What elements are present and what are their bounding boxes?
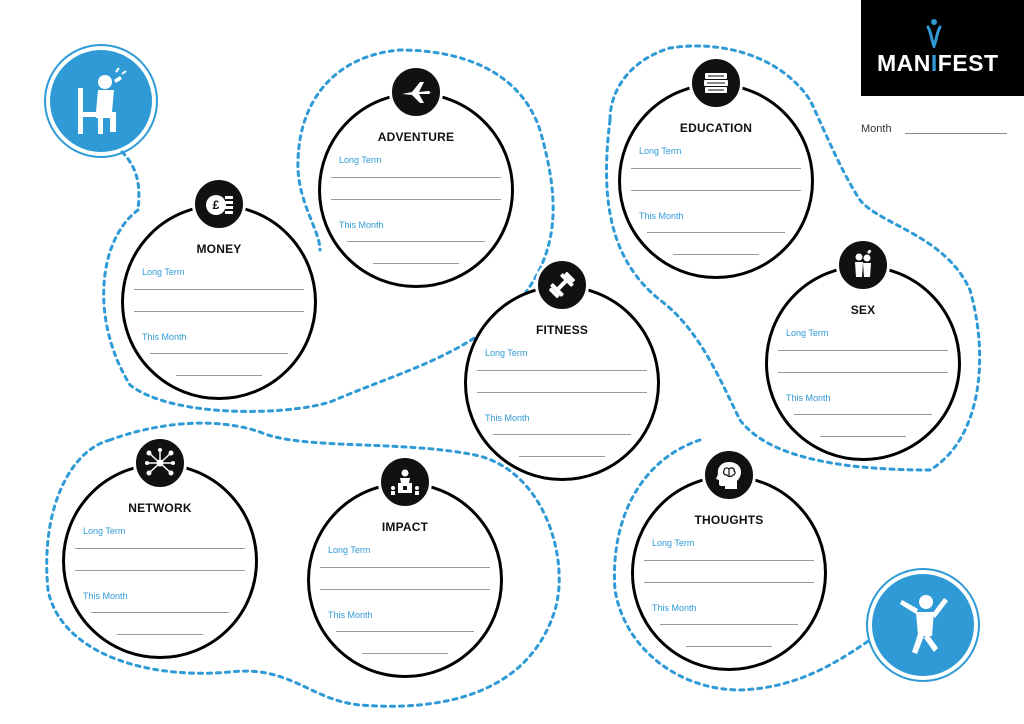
thoughts-blob <box>612 438 872 692</box>
this-month-label: This Month <box>328 610 373 620</box>
jumping-happy-person-icon <box>872 574 974 676</box>
section-education: EDUCATION Long Term This Month <box>618 56 814 279</box>
long-term-line-1[interactable] <box>477 370 647 371</box>
long-term-line-1[interactable] <box>778 350 948 351</box>
this-month-label: This Month <box>786 393 831 403</box>
this-month-line-2[interactable] <box>362 653 448 654</box>
long-term-label: Long Term <box>639 146 682 156</box>
this-month-line-2[interactable] <box>519 456 605 457</box>
this-month-line-2[interactable] <box>117 634 203 635</box>
money-adventure-blob <box>102 48 555 413</box>
section-impact: IMPACT Long Term This Month <box>307 455 503 678</box>
network-impact-blob <box>45 421 561 708</box>
stressed-person-on-chair-icon <box>50 50 152 152</box>
this-month-line-1[interactable] <box>493 434 631 435</box>
long-term-line-1[interactable] <box>331 177 501 178</box>
this-month-label: This Month <box>339 220 384 230</box>
long-term-line-2[interactable] <box>477 392 647 393</box>
section-sex: SEX Long Term This Month <box>765 238 961 461</box>
this-month-label: This Month <box>639 211 684 221</box>
brain-head-icon <box>702 448 756 502</box>
this-month-line-1[interactable] <box>347 241 485 242</box>
education-sex-blob <box>605 44 982 472</box>
brand-logo: MANIFEST <box>861 0 1024 96</box>
section-title: ADVENTURE <box>377 130 455 144</box>
long-term-line-2[interactable] <box>134 311 304 312</box>
long-term-line-2[interactable] <box>631 190 801 191</box>
brand-i: I <box>930 50 938 76</box>
this-month-line-2[interactable] <box>176 375 262 376</box>
section-title: EDUCATION <box>679 121 753 135</box>
month-label: Month <box>861 123 892 135</box>
person-figure-icon <box>926 19 942 48</box>
section-network: NETWORK Long Term This Month <box>62 436 258 659</box>
pound-coins-icon: £ <box>192 177 246 231</box>
this-month-line-1[interactable] <box>150 353 288 354</box>
long-term-line-2[interactable] <box>75 570 245 571</box>
this-month-line-2[interactable] <box>686 646 772 647</box>
this-month-line-2[interactable] <box>373 263 459 264</box>
long-term-line-2[interactable] <box>331 199 501 200</box>
section-title: THOUGHTS <box>694 513 764 527</box>
long-term-label: Long Term <box>328 545 371 555</box>
section-thoughts: THOUGHTS Long Term This Month <box>631 448 827 671</box>
dumbbell-icon <box>535 258 589 312</box>
this-month-label: This Month <box>142 332 187 342</box>
section-title: FITNESS <box>535 323 589 337</box>
airplane-icon <box>389 65 443 119</box>
this-month-label: This Month <box>652 603 697 613</box>
long-term-label: Long Term <box>485 348 528 358</box>
this-month-line-2[interactable] <box>820 436 906 437</box>
long-term-label: Long Term <box>786 328 829 338</box>
network-nodes-icon <box>133 436 187 490</box>
speaker-podium-icon <box>378 455 432 509</box>
brand-wordmark: MANIFEST <box>877 50 999 77</box>
section-title: NETWORK <box>128 501 192 515</box>
long-term-line-1[interactable] <box>320 567 490 568</box>
couple-icon <box>836 238 890 292</box>
long-term-label: Long Term <box>652 538 695 548</box>
section-title: MONEY <box>196 242 242 256</box>
this-month-line-1[interactable] <box>647 232 785 233</box>
long-term-line-2[interactable] <box>644 582 814 583</box>
brand-name-part1: MAN <box>877 50 931 76</box>
long-term-line-2[interactable] <box>778 372 948 373</box>
long-term-line-1[interactable] <box>644 560 814 561</box>
this-month-line-1[interactable] <box>660 624 798 625</box>
section-money: £ MONEY Long Term This Month <box>121 177 317 400</box>
section-title: SEX <box>850 303 876 317</box>
end-icon-ring <box>866 568 980 682</box>
brand-name-part2: FEST <box>937 50 999 76</box>
long-term-line-1[interactable] <box>134 289 304 290</box>
section-title: IMPACT <box>381 520 429 534</box>
books-icon <box>689 56 743 110</box>
long-term-label: Long Term <box>142 267 185 277</box>
long-term-label: Long Term <box>83 526 126 536</box>
this-month-line-1[interactable] <box>336 631 474 632</box>
long-term-line-2[interactable] <box>320 589 490 590</box>
month-input-line[interactable] <box>905 133 1007 134</box>
long-term-line-1[interactable] <box>75 548 245 549</box>
this-month-line-2[interactable] <box>673 254 759 255</box>
section-adventure: ADVENTURE Long Term This Month <box>318 65 514 288</box>
long-term-label: Long Term <box>339 155 382 165</box>
start-connector <box>120 150 141 212</box>
this-month-line-1[interactable] <box>91 612 229 613</box>
this-month-label: This Month <box>485 413 530 423</box>
long-term-line-1[interactable] <box>631 168 801 169</box>
start-icon-ring <box>44 44 158 158</box>
svg-text:£: £ <box>213 198 220 212</box>
this-month-label: This Month <box>83 591 128 601</box>
section-fitness: FITNESS Long Term This Month <box>464 258 660 481</box>
this-month-line-1[interactable] <box>794 414 932 415</box>
